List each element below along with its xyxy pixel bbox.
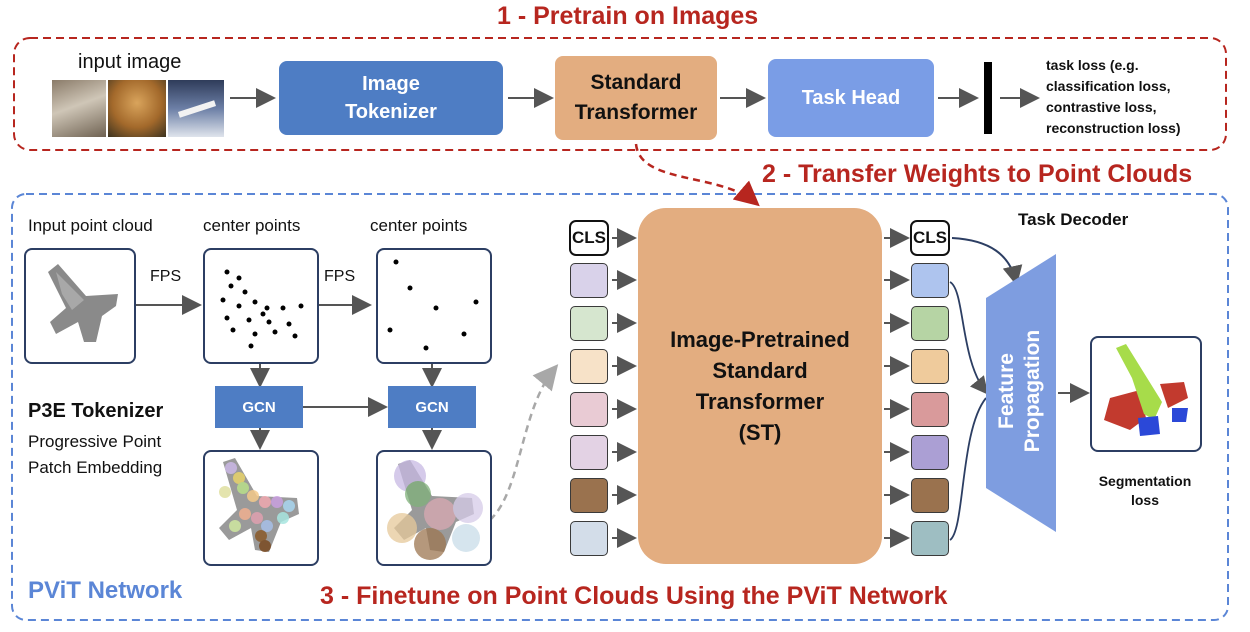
task-loss-line: reconstruction loss) <box>1046 120 1181 136</box>
image-tokenizer-block: Image Tokenizer <box>279 61 503 135</box>
airplane-image <box>168 80 224 137</box>
center-points-panel-2 <box>376 248 492 364</box>
fps-label-2: FPS <box>324 268 356 285</box>
stage1-frame <box>13 37 1227 151</box>
input-token-7 <box>570 521 608 556</box>
patch-embedding-1 <box>219 458 299 552</box>
cls-token-input: CLS <box>569 220 609 256</box>
st-line: Standard <box>712 358 808 383</box>
center-points-dots-1 <box>220 269 304 349</box>
seg-loss-line: loss <box>1130 492 1159 508</box>
fp-line: Propagation <box>1021 329 1044 453</box>
pvit-network-label: PViT Network <box>28 577 183 604</box>
stage3-frame <box>11 193 1229 621</box>
patch-embedding-2 <box>387 460 483 560</box>
input-token-3 <box>570 349 608 384</box>
task-head-label: Task Head <box>801 86 901 109</box>
standard-transformer-label: Standard Transformer <box>574 71 698 124</box>
loss-bar <box>984 62 992 134</box>
input-point-cloud-label: Input point cloud <box>28 216 153 235</box>
input-token-2 <box>570 306 608 341</box>
output-token-5 <box>911 435 949 470</box>
stage2-title: 2 - Transfer Weights to Point Clouds <box>762 160 1193 188</box>
input-token-1 <box>570 263 608 298</box>
task-loss-line: contrastive loss, <box>1046 99 1157 115</box>
input-image-label: input image <box>78 51 182 73</box>
segmentation-panel <box>1090 336 1202 452</box>
center-points-label-1: center points <box>203 216 301 235</box>
patch-panel-2 <box>376 450 492 566</box>
output-token-4 <box>911 392 949 427</box>
output-token-3 <box>911 349 949 384</box>
cat-image <box>52 80 106 137</box>
image-pretrained-st-block: Image-Pretrained Standard Transformer (S… <box>638 208 882 564</box>
output-token-1 <box>911 263 949 298</box>
task-loss-line: classification loss, <box>1046 78 1171 94</box>
center-points-label-2: center points <box>370 216 468 235</box>
gcn-block-1: GCN <box>215 386 303 428</box>
st-line: (ST) <box>738 420 782 445</box>
input-token-4 <box>570 392 608 427</box>
p3e-tokenizer-title: P3E Tokenizer <box>28 400 164 422</box>
st-line: Image-Pretrained <box>670 327 850 352</box>
task-decoder-label: Task Decoder <box>1018 210 1129 229</box>
patch-panel-1 <box>203 450 319 566</box>
task-loss-text: task loss (e.g. classification loss, con… <box>1046 55 1181 139</box>
airplane-point-cloud <box>48 264 118 342</box>
cls-token-output: CLS <box>910 220 950 256</box>
p3e-subtitle-2: Patch Embedding <box>28 458 163 477</box>
stage3-title: 3 - Finetune on Point Clouds Using the P… <box>320 582 948 610</box>
output-token-7 <box>911 521 949 556</box>
stage1-title: 1 - Pretrain on Images <box>497 2 759 30</box>
dog-image <box>108 80 166 137</box>
gcn-label-1: GCN <box>242 398 276 416</box>
input-token-6 <box>570 478 608 513</box>
center-points-dots-2 <box>387 259 479 351</box>
input-point-cloud-panel <box>24 248 136 364</box>
segmentation-loss-label: Segmentation loss <box>1080 472 1210 510</box>
center-points-panel-1 <box>203 248 319 364</box>
seg-loss-line: Segmentation <box>1098 473 1192 489</box>
output-token-2 <box>911 306 949 341</box>
image-tokenizer-label: Image Tokenizer <box>345 73 437 123</box>
segmented-airplane <box>1104 344 1188 436</box>
output-token-6 <box>911 478 949 513</box>
input-image-thumbnails <box>52 80 224 137</box>
task-head-block: Task Head <box>768 59 934 137</box>
fps-label-1: FPS <box>150 268 182 285</box>
task-loss-line: task loss (e.g. <box>1046 57 1139 73</box>
gcn-label-2: GCN <box>415 398 449 416</box>
fp-line: Feature <box>995 353 1018 429</box>
p3e-subtitle-1: Progressive Point <box>28 432 162 451</box>
st-line: Transformer <box>695 389 825 414</box>
input-token-5 <box>570 435 608 470</box>
standard-transformer-block: Standard Transformer <box>555 56 717 140</box>
feature-propagation-block <box>986 254 1056 532</box>
gcn-block-2: GCN <box>388 386 476 428</box>
